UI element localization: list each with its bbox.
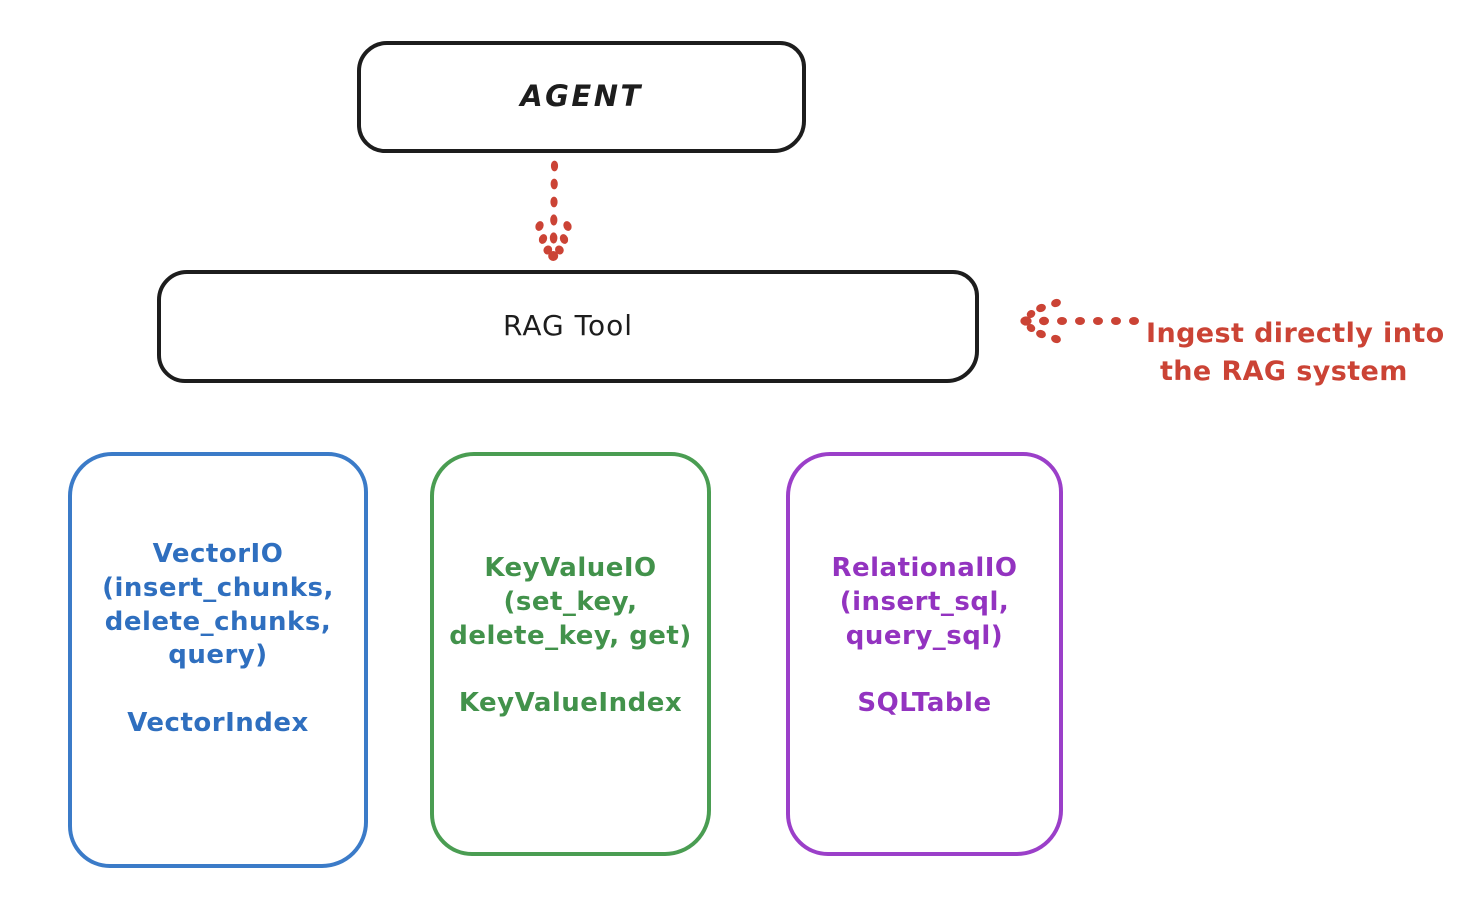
node-rag-tool-label: RAG Tool — [503, 309, 633, 343]
node-relational-io-label: RelationalIO (insert_sql, query_sql) SQL… — [831, 553, 1018, 719]
annotation-ingest-note-line-1: Ingest directly into — [1146, 318, 1445, 350]
node-key-value-io-label: KeyValueIO (set_key, delete_key, get) Ke… — [449, 553, 692, 719]
node-agent[interactable]: AGENT — [357, 41, 806, 153]
connector-agent-to-rag-tool — [508, 160, 604, 266]
annotation-ingest-note: Ingest directly into the RAG system — [1146, 278, 1476, 427]
node-agent-label: AGENT — [520, 79, 643, 114]
node-rag-tool[interactable]: RAG Tool — [157, 270, 979, 383]
node-vector-io-label: VectorIO (insert_chunks, delete_chunks, … — [102, 539, 334, 738]
annotation-ingest-note-line-2: the RAG system — [1160, 355, 1408, 387]
connector-ingest-arrow — [1016, 296, 1140, 346]
node-key-value-io[interactable]: KeyValueIO (set_key, delete_key, get) Ke… — [430, 452, 711, 856]
node-vector-io[interactable]: VectorIO (insert_chunks, delete_chunks, … — [68, 452, 368, 868]
node-relational-io[interactable]: RelationalIO (insert_sql, query_sql) SQL… — [786, 452, 1063, 856]
